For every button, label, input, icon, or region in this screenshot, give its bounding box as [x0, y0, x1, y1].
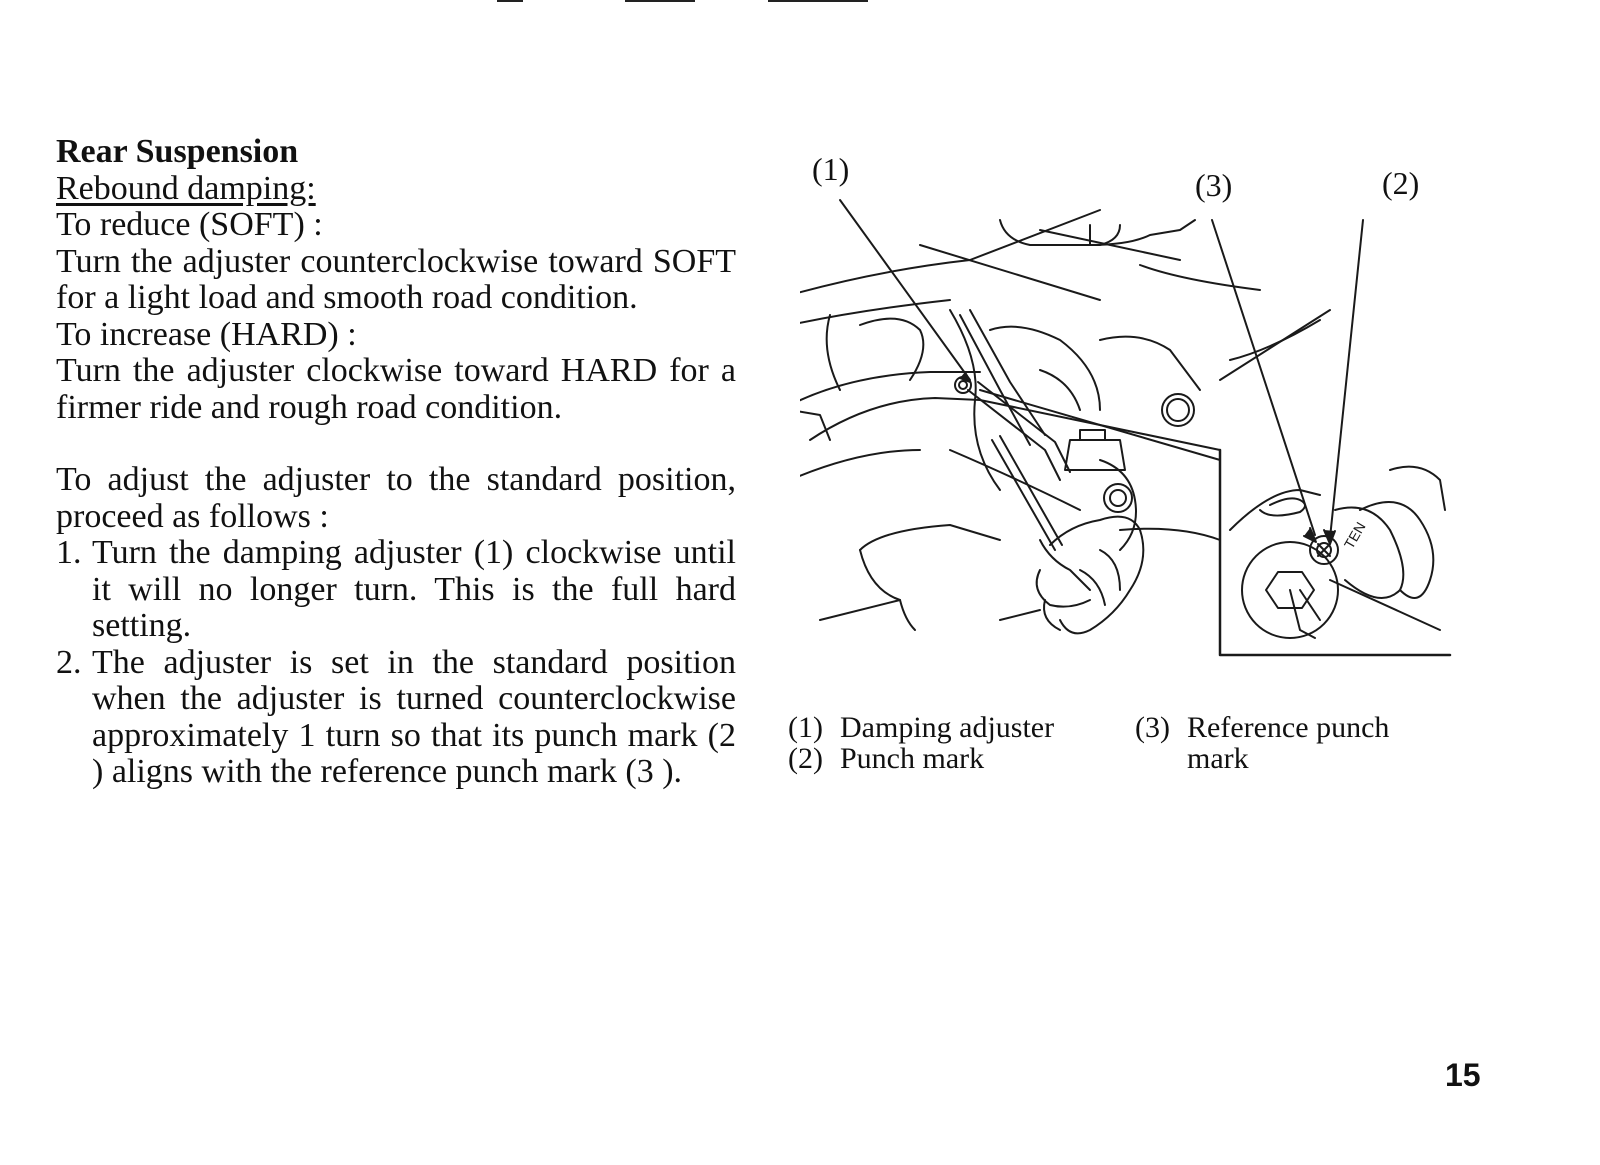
step-2: 2. The adjuster is set in the standard p…: [56, 643, 736, 791]
step-text: Turn the damping adjuster (1) clockwise …: [92, 534, 736, 644]
instruction-text-column: Rear Suspension Rebound damping: To redu…: [56, 133, 736, 791]
svg-text:TEN: TEN: [1341, 519, 1369, 551]
increase-label: To increase (HARD) :: [56, 315, 357, 353]
legend-item: (2) Punch mark: [788, 743, 1108, 774]
callout-3: (3): [1195, 167, 1233, 203]
section-heading: Rear Suspension: [56, 133, 299, 170]
standard-intro: To adjust the adjuster to the standard p…: [56, 461, 736, 535]
legend-number: (2): [788, 742, 823, 775]
figure-legend-right: (3) Reference punch mark: [1135, 712, 1435, 774]
legend-number: (1): [788, 711, 823, 744]
step-1: 1. Turn the damping adjuster (1) clockwi…: [56, 534, 736, 645]
step-text: The adjuster is set in the standard posi…: [92, 643, 736, 790]
top-crop-marks: [0, 0, 1600, 4]
increase-text: Turn the adjuster clockwise toward HARD …: [56, 352, 736, 426]
legend-item: (3) Reference punch mark: [1135, 712, 1435, 774]
legend-text: Reference punch mark: [1187, 711, 1390, 775]
figure-legend-left: (1) Damping adjuster (2) Punch mark: [788, 712, 1108, 774]
reduce-text: Turn the adjuster counterclockwise towar…: [56, 242, 736, 316]
legend-text: Damping adjuster: [840, 711, 1055, 744]
paragraph-spacer: [56, 426, 736, 462]
callout-1: (1): [812, 151, 850, 187]
line-drawing: TEN: [800, 199, 1452, 657]
legend-item: (1) Damping adjuster: [788, 712, 1108, 743]
page-number: 15: [1445, 1057, 1481, 1093]
section-subheading: Rebound damping:: [56, 169, 316, 207]
suspension-adjuster-illustration: TEN (1) (3) (2): [800, 150, 1480, 680]
reduce-label: To reduce (SOFT) :: [56, 206, 323, 243]
step-number: 2.: [56, 643, 82, 681]
legend-text: Punch mark: [840, 742, 985, 775]
step-number: 1.: [56, 534, 82, 571]
callout-2: (2): [1382, 165, 1420, 201]
legend-number: (3): [1135, 711, 1170, 744]
